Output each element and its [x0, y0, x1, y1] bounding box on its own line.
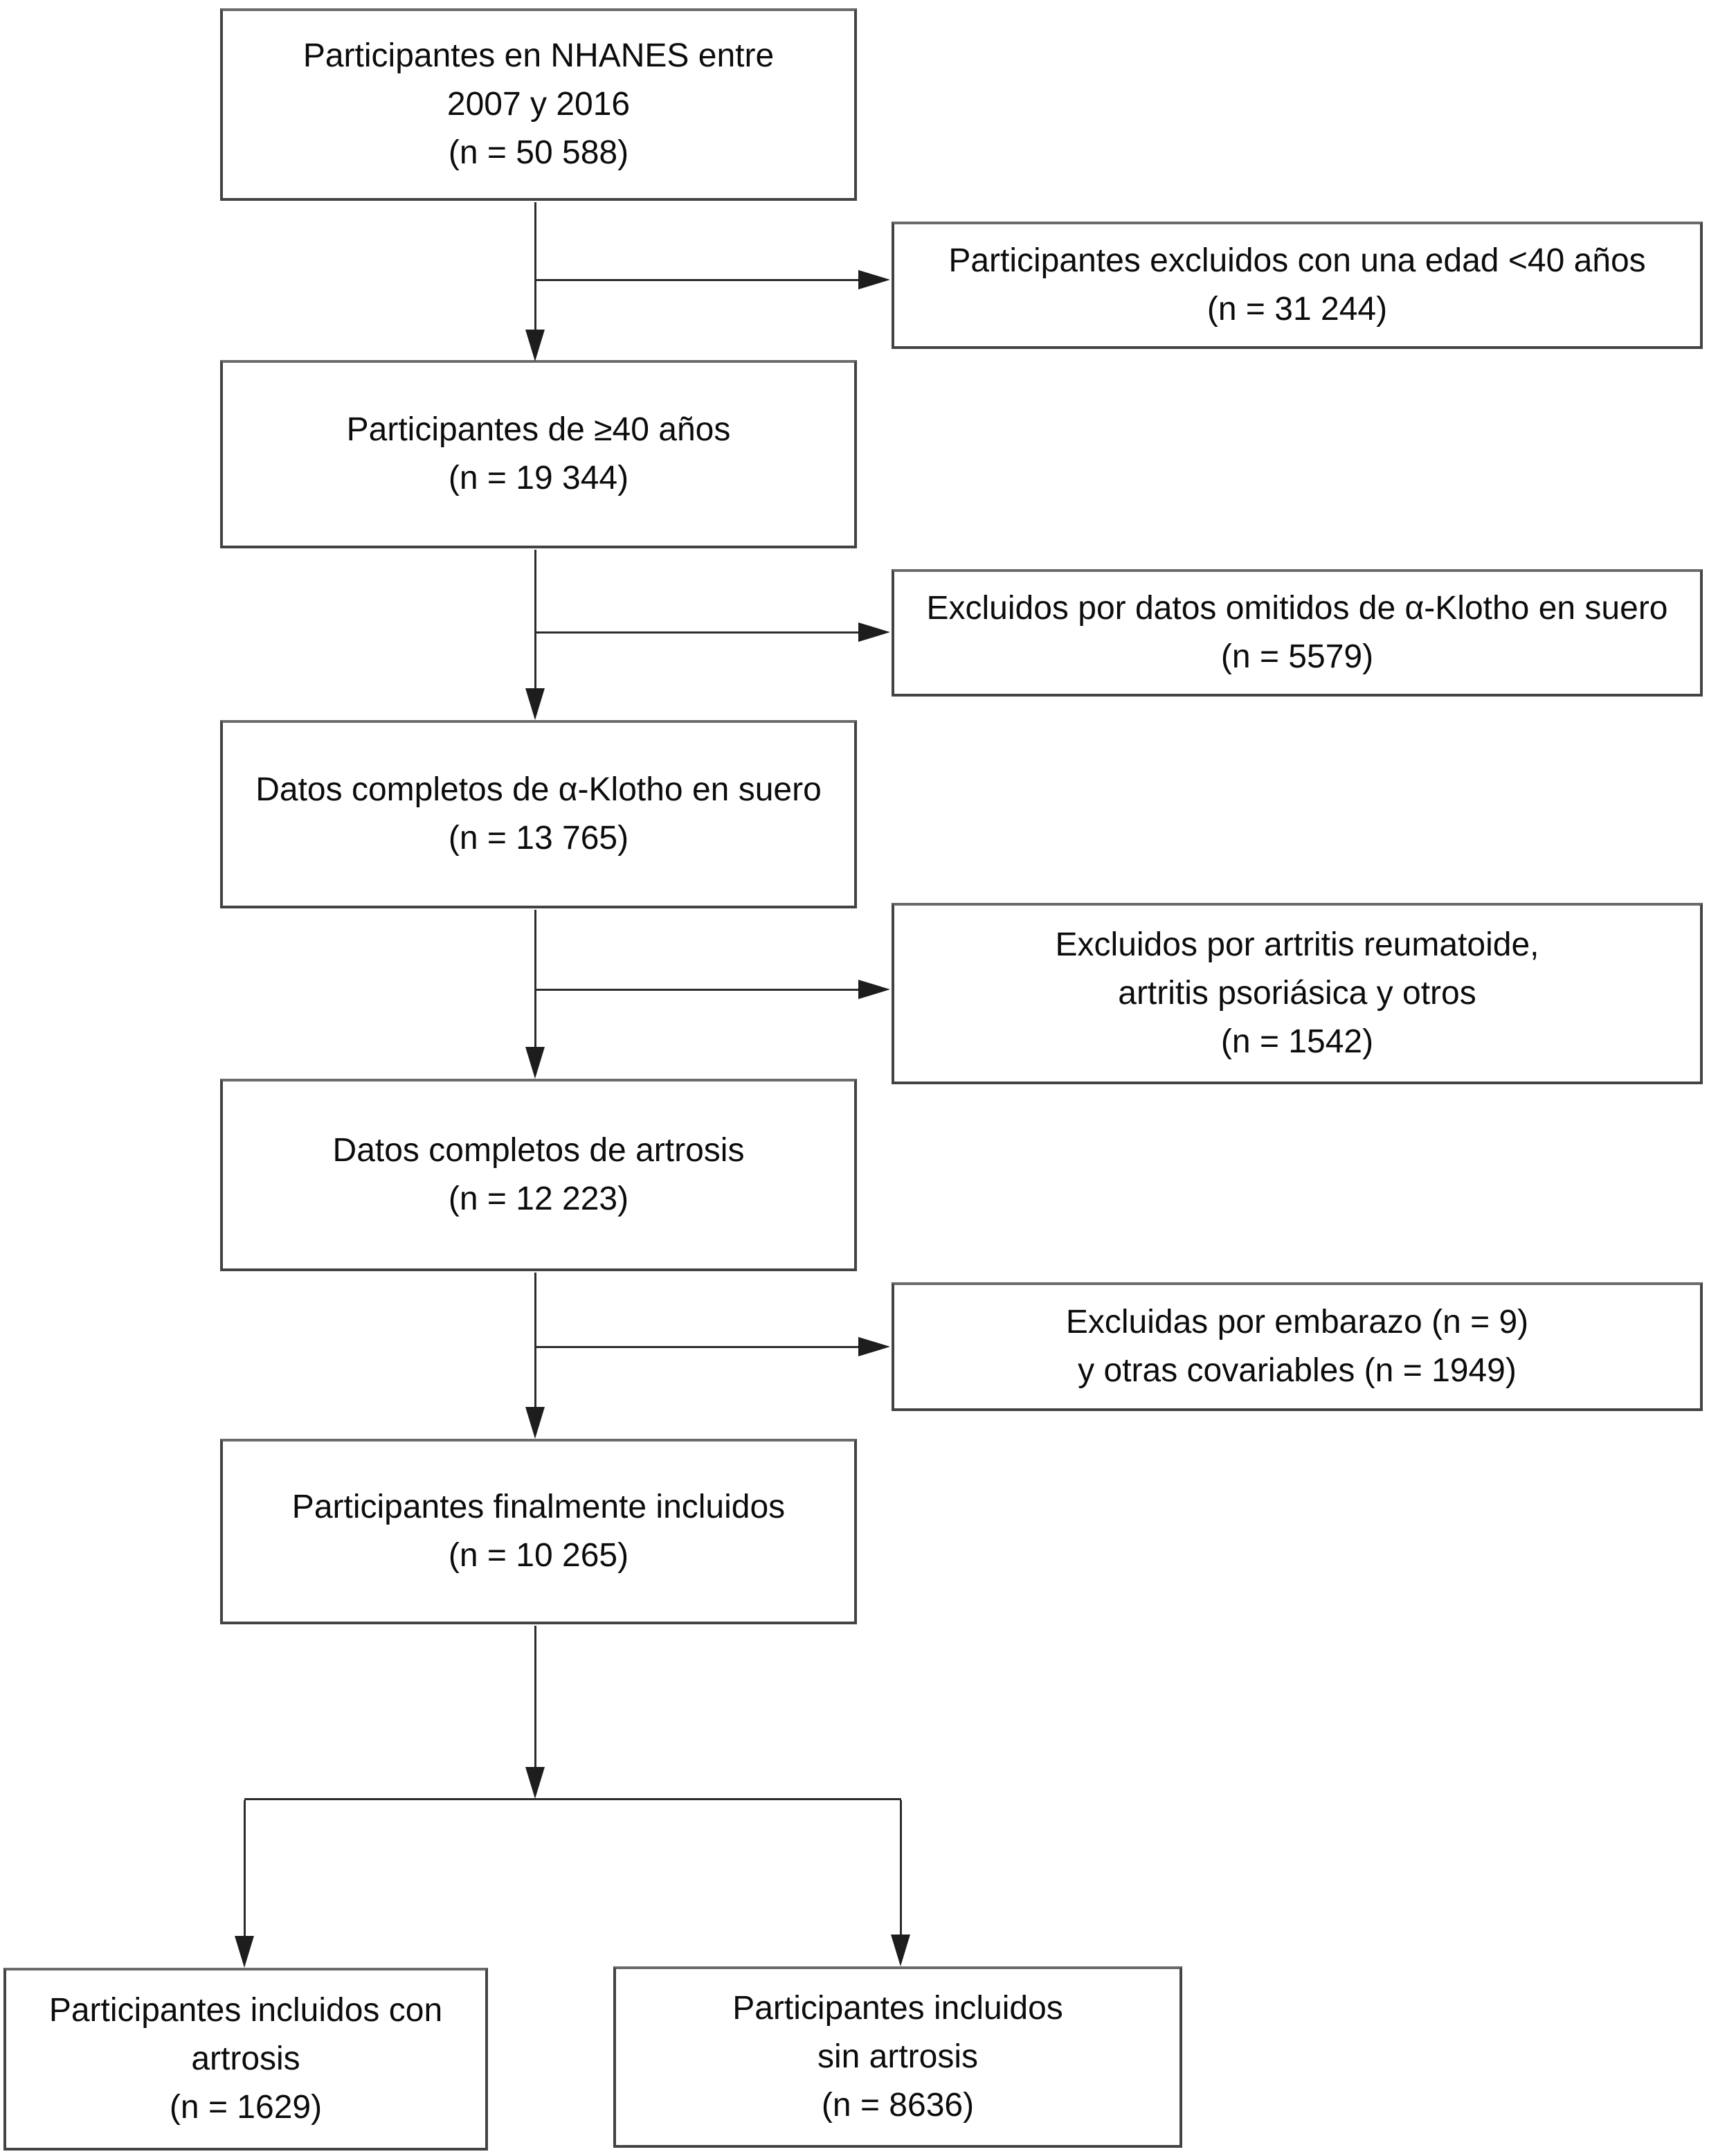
connector-line: [536, 989, 858, 991]
box-text-line: Participantes excluidos con una edad <40…: [948, 242, 1646, 279]
box-text-line: (n = 12 223): [448, 1181, 629, 1217]
connector-line: [534, 202, 536, 331]
box-excluded-age: Participantes excluidos con una edad <40…: [892, 222, 1703, 349]
box-text-line: artritis psoriásica y otros: [1118, 975, 1476, 1012]
box-nhanes-total: Participantes en NHANES entre 2007 y 201…: [220, 8, 857, 201]
connector-line: [534, 910, 536, 1048]
arrow-right-icon: [858, 270, 890, 289]
box-age-40-plus: Participantes de ≥40 años (n = 19 344): [220, 360, 857, 548]
connector-line: [900, 1800, 902, 1936]
box-text-line: (n = 1542): [1220, 1023, 1374, 1060]
connector-line: [534, 1626, 536, 1770]
box-text-line: y otras covariables (n = 1949): [1078, 1352, 1517, 1389]
connector-line: [536, 631, 858, 634]
box-text-line: Excluidas por embarazo (n = 9): [1065, 1304, 1529, 1340]
box-text-line: artrosis: [191, 2040, 300, 2077]
arrow-down-icon: [525, 1047, 545, 1079]
arrow-down-icon: [525, 1407, 545, 1439]
connector-line: [244, 1798, 901, 1800]
box-text-line: Participantes de ≥40 años: [346, 411, 731, 448]
box-text-line: Participantes incluidos con: [48, 1992, 443, 2029]
box-text-line: Participantes incluidos: [732, 1990, 1063, 2027]
box-text-line: (n = 19 344): [448, 460, 629, 496]
box-excluded-arthritis: Excluidos por artritis reumatoide, artri…: [892, 903, 1703, 1084]
connector-line: [534, 550, 536, 690]
box-text-line: (n = 10 265): [448, 1537, 629, 1574]
box-text-line: Excluidos por artritis reumatoide,: [1055, 926, 1539, 963]
box-excluded-klotho-missing: Excluidos por datos omitidos de α-Klotho…: [892, 569, 1703, 697]
box-text-line: Participantes en NHANES entre: [302, 37, 775, 74]
arrow-right-icon: [858, 622, 890, 642]
box-text-line: Participantes finalmente incluidos: [291, 1489, 786, 1525]
arrow-down-icon: [525, 688, 545, 720]
box-text-line: 2007 y 2016: [446, 86, 631, 123]
box-text-line: Excluidos por datos omitidos de α-Klotho…: [926, 590, 1668, 627]
box-text-line: (n = 13 765): [448, 820, 629, 856]
box-text-line: (n = 31 244): [1206, 291, 1388, 327]
box-text-line: sin artrosis: [817, 2038, 979, 2075]
arrow-right-icon: [858, 1337, 890, 1356]
arrow-down-icon: [525, 1767, 545, 1799]
connector-line: [536, 1346, 858, 1348]
box-text-line: (n = 8636): [821, 2087, 975, 2124]
arrow-down-icon: [235, 1936, 254, 1968]
connector-line: [536, 279, 858, 281]
arrow-down-icon: [525, 330, 545, 361]
connector-line: [244, 1800, 246, 1937]
arrow-right-icon: [858, 980, 890, 999]
box-klotho-complete: Datos completos de α-Klotho en suero (n …: [220, 720, 857, 908]
box-artrosis-complete: Datos completos de artrosis (n = 12 223): [220, 1079, 857, 1271]
box-included-with-artrosis: Participantes incluidos con artrosis (n …: [3, 1968, 488, 2151]
box-text-line: (n = 1629): [169, 2089, 323, 2126]
box-text-line: (n = 50 588): [448, 134, 629, 171]
box-excluded-pregnancy-covariates: Excluidas por embarazo (n = 9) y otras c…: [892, 1282, 1703, 1411]
box-included-without-artrosis: Participantes incluidos sin artrosis (n …: [613, 1966, 1182, 2148]
arrow-down-icon: [891, 1935, 910, 1966]
box-text-line: Datos completos de α-Klotho en suero: [255, 771, 822, 808]
box-text-line: (n = 5579): [1220, 638, 1374, 675]
box-final-included: Participantes finalmente incluidos (n = …: [220, 1439, 857, 1624]
connector-line: [534, 1273, 536, 1408]
box-text-line: Datos completos de artrosis: [332, 1132, 745, 1169]
